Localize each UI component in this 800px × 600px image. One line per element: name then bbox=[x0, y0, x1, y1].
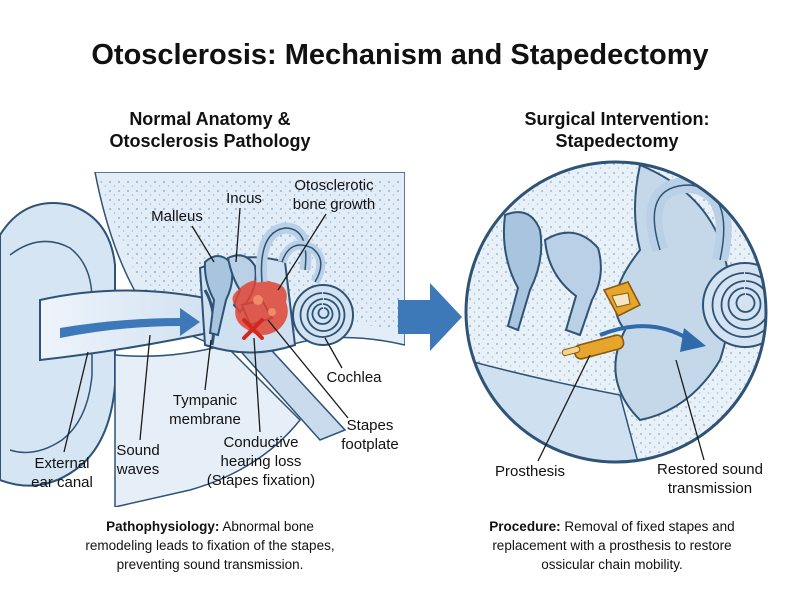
malleus-right bbox=[502, 211, 543, 332]
leader-tympanic bbox=[204, 339, 212, 391]
right-caption-text1: Removal of fixed stapes and bbox=[564, 519, 734, 534]
leader-malleus bbox=[191, 225, 215, 263]
label-external-line1: External bbox=[34, 455, 89, 472]
leader-restored bbox=[675, 359, 705, 461]
left-caption-bold: Pathophysiology: bbox=[106, 519, 219, 534]
label-sound-line1: Sound bbox=[116, 442, 159, 459]
leader-prosthesis bbox=[537, 354, 591, 462]
right-caption-line3: ossicular chain mobility. bbox=[541, 557, 683, 572]
left-heading-line1: Normal Anatomy & bbox=[129, 109, 290, 129]
semicircular-canal-2-outline bbox=[281, 244, 322, 283]
cochlea bbox=[292, 284, 354, 346]
fixation-x-mark bbox=[242, 318, 264, 340]
right-heading-line2: Stapedectomy bbox=[555, 131, 678, 151]
label-otosclerotic-line1: Otosclerotic bbox=[294, 177, 374, 194]
lower-tissue bbox=[114, 344, 302, 507]
label-tympanic-line2: membrane bbox=[169, 411, 241, 428]
right-caption-bold: Procedure: bbox=[489, 519, 560, 534]
label-conductive-line1: Conductive bbox=[223, 434, 298, 451]
label-otosclerotic-line2: bone growth bbox=[293, 196, 376, 213]
sound-wave-arrow bbox=[60, 308, 200, 338]
label-conductive-line2: hearing loss bbox=[221, 453, 302, 470]
label-external-line2: ear canal bbox=[31, 474, 93, 491]
right-caption-line1: Procedure: Removal of fixed stapes and bbox=[489, 519, 734, 534]
right-heading-line1: Surgical Intervention: bbox=[524, 109, 709, 129]
leader-conductive bbox=[253, 337, 261, 433]
transition-arrow bbox=[398, 283, 462, 351]
ear-anatomy-illustration bbox=[0, 172, 405, 507]
sclerosis-speckle bbox=[268, 308, 276, 316]
magnified-view-border bbox=[464, 160, 768, 464]
malleus bbox=[203, 255, 234, 337]
label-incus: Incus bbox=[226, 190, 262, 207]
label-stapes-line1: Stapes bbox=[347, 417, 394, 434]
prosthesis-shaft bbox=[561, 345, 581, 357]
leader-external bbox=[63, 351, 89, 453]
cochlea-right bbox=[702, 262, 766, 348]
restored-arrow-head bbox=[680, 328, 706, 352]
restored-transmission-arrow bbox=[599, 324, 692, 342]
leader-sound bbox=[139, 334, 151, 441]
left-caption-line1: Pathophysiology: Abnormal bone bbox=[106, 519, 314, 534]
right-caption-line2: replacement with a prosthesis to restore bbox=[492, 538, 731, 553]
sclerosis-speckle bbox=[253, 295, 263, 305]
label-malleus: Malleus bbox=[151, 208, 203, 225]
main-title: Otosclerosis: Mechanism and Stapedectomy bbox=[91, 39, 708, 71]
label-tympanic-line1: Tympanic bbox=[173, 392, 238, 409]
label-prosthesis: Prosthesis bbox=[495, 463, 565, 480]
left-caption-line3: preventing sound transmission. bbox=[117, 557, 304, 572]
left-heading-line2: Otosclerosis Pathology bbox=[109, 131, 310, 151]
incus-right bbox=[543, 231, 602, 337]
semicircular-canal-right-outline bbox=[653, 184, 725, 261]
leader-stapes bbox=[267, 319, 349, 419]
label-stapes-line2: footplate bbox=[341, 436, 399, 453]
left-caption-line2: remodeling leads to fixation of the stap… bbox=[85, 538, 334, 553]
leader-incus bbox=[235, 207, 241, 263]
stapedectomy-illustration bbox=[464, 160, 768, 464]
label-sound-line2: waves bbox=[116, 461, 160, 478]
label-restored-line1: Restored sound bbox=[657, 461, 763, 478]
leader-otosclerotic bbox=[277, 213, 327, 291]
label-restored-line2: transmission bbox=[668, 480, 752, 497]
label-conductive-line3: (Stapes fixation) bbox=[207, 472, 315, 489]
leader-cochlea bbox=[324, 337, 343, 369]
left-caption-text1: Abnormal bone bbox=[222, 519, 314, 534]
label-cochlea: Cochlea bbox=[326, 369, 382, 386]
